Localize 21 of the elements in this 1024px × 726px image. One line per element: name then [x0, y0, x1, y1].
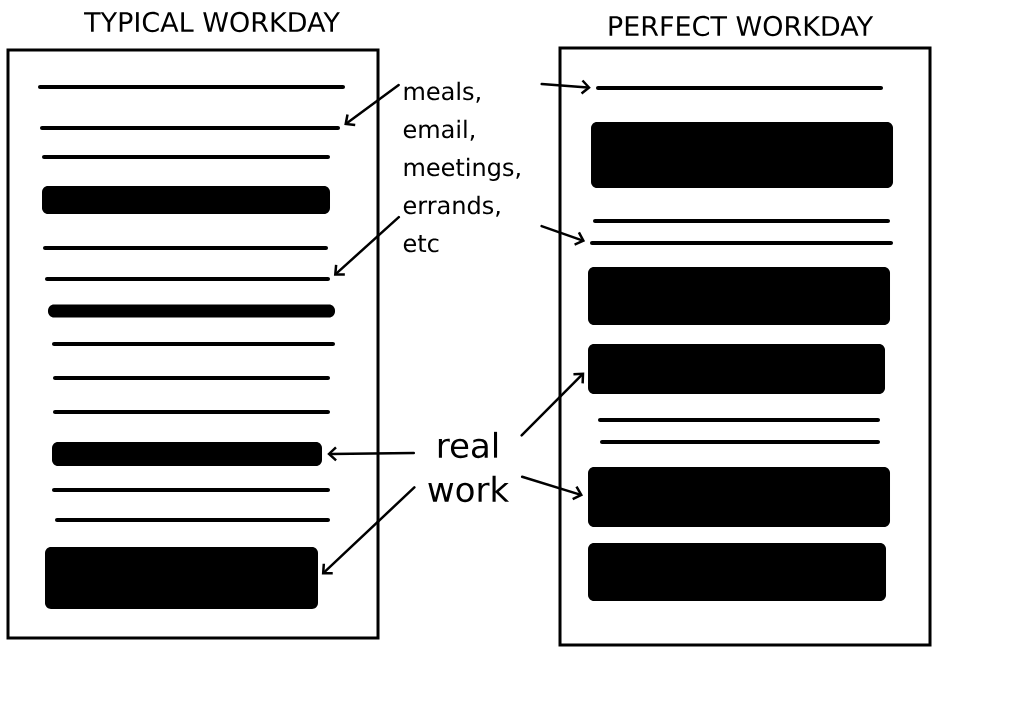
note-text: real work: [428, 431, 510, 503]
thick-bar: [45, 547, 318, 609]
thick-bar: [42, 186, 330, 214]
box-heading: TYPICAL WORKDAY: [84, 11, 340, 33]
arrow: [333, 215, 401, 276]
thick-bar: [52, 442, 322, 466]
arrow: [540, 79, 591, 95]
arrow: [520, 475, 584, 501]
arrow: [344, 83, 400, 127]
box-heading: PERFECT WORKDAY: [609, 15, 874, 37]
thick-bar: [588, 344, 885, 394]
arrow: [327, 446, 416, 462]
note-text: meals, email, meetings, errands, etc: [403, 81, 520, 253]
thick-bar: [591, 122, 893, 188]
thick-bar: [588, 543, 886, 601]
arrow: [321, 486, 416, 575]
arrow: [520, 372, 585, 437]
thick-bar: [588, 467, 890, 527]
thick-bar: [48, 304, 335, 318]
thick-bar: [588, 267, 890, 325]
arrow: [540, 224, 586, 246]
